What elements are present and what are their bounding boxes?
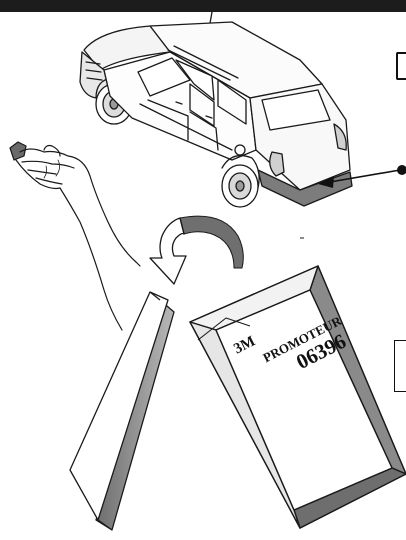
promoteur-card: [190, 266, 406, 528]
blank-card-back: [70, 292, 174, 530]
rotate-arrow-icon: [150, 216, 304, 284]
edge-callout-box: [394, 340, 406, 392]
hand-icon: [10, 142, 140, 330]
car-icon: [80, 12, 352, 207]
